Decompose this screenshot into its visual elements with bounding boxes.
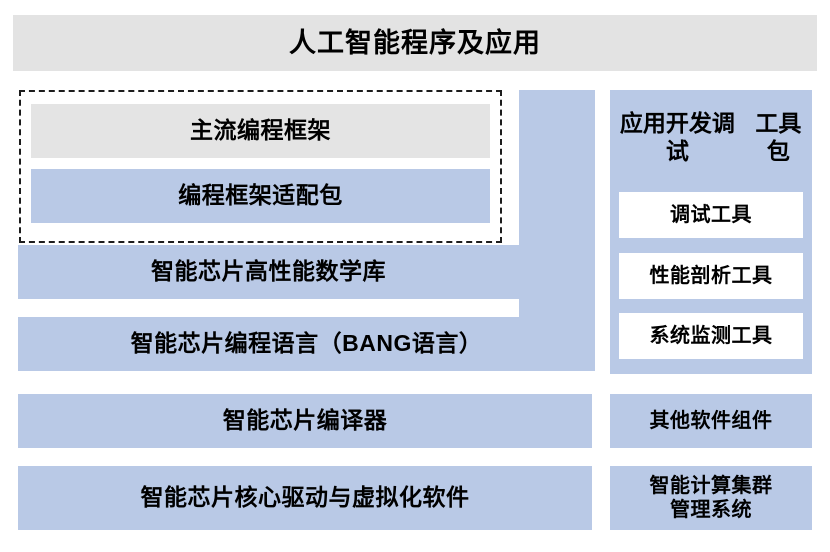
- cluster-management-line-1: 智能计算集群: [649, 475, 773, 497]
- block-system-monitoring-tool[interactable]: 系统监测工具: [619, 313, 803, 359]
- block-chip-compiler[interactable]: 智能芯片编译器: [18, 394, 592, 448]
- block-mainstream-framework[interactable]: 主流编程框架: [31, 104, 490, 158]
- toolkit-title-line-1: 应用开发调试: [619, 110, 735, 164]
- cluster-management-line-2: 管理系统: [670, 499, 752, 521]
- block-debug-tool[interactable]: 调试工具: [619, 192, 803, 238]
- app-dev-debug-toolkit-title: 应用开发调试 工具包: [610, 98, 812, 178]
- block-high-performance-math-library[interactable]: 智能芯片高性能数学库: [18, 245, 519, 299]
- page-title: 人工智能程序及应用: [13, 15, 817, 71]
- cluster-management-label: 智能计算集群 管理系统: [650, 474, 773, 522]
- block-performance-profiling-tool[interactable]: 性能剖析工具: [619, 253, 803, 299]
- block-bang-programming-language[interactable]: 智能芯片编程语言（BANG语言）: [18, 317, 595, 371]
- block-other-software-components[interactable]: 其他软件组件: [610, 394, 812, 448]
- block-core-driver-virtualization-software[interactable]: 智能芯片核心驱动与虚拟化软件: [18, 466, 592, 530]
- block-intelligent-computing-cluster-management-system[interactable]: 智能计算集群 管理系统: [610, 466, 812, 530]
- block-framework-adapter-package[interactable]: 编程框架适配包: [31, 169, 490, 223]
- toolkit-title-line-2: 工具包: [755, 110, 802, 164]
